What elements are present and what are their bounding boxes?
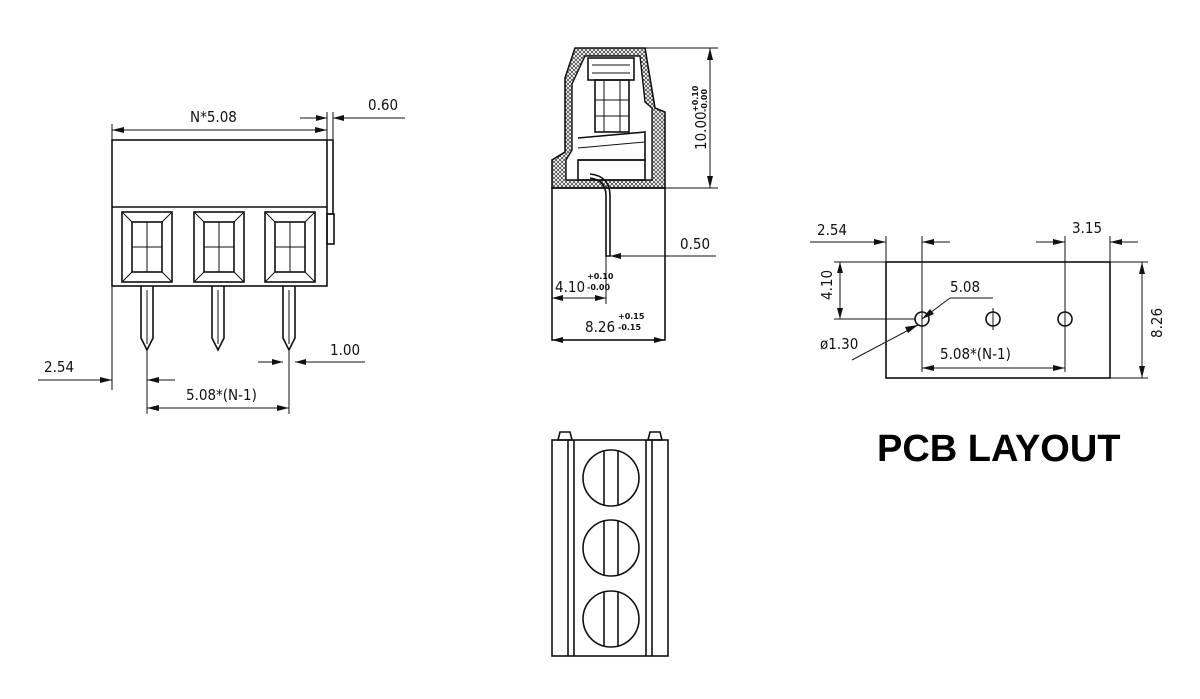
pcb-right-label: 3.15 [1072, 219, 1102, 237]
pcb-layout: 2.54 3.15 4.10 5.08 ø1.30 5.08*(N-1) [810, 219, 1166, 470]
front-pitch-label: 5.08*(N-1) [186, 386, 257, 404]
top-view [551, 431, 669, 657]
wire-entry-3 [264, 211, 316, 283]
front-pins [140, 286, 296, 352]
side-view: 10.00 +0.10 -0.00 0.50 4.10 +0.10 -0.00 … [551, 47, 718, 343]
side-depth-tol-plus: +0.10 [587, 272, 614, 281]
pcb-vertical-label: 4.10 [818, 270, 836, 300]
screw-head-1 [582, 449, 640, 507]
pcb-hole-2 [985, 308, 1001, 330]
pcb-hole-label: ø1.30 [820, 335, 858, 353]
side-pin-label: 0.50 [680, 235, 710, 253]
side-height-label: 10.00 [692, 111, 710, 150]
pcb-left-label: 2.54 [817, 221, 847, 239]
front-pin-label: 1.00 [330, 341, 360, 359]
wire-entry-2 [193, 211, 245, 283]
side-depth-label: 4.10 [555, 278, 585, 296]
pcb-height-label: 8.26 [1148, 308, 1166, 338]
screw-head-2 [582, 519, 640, 577]
screw-head-3 [582, 590, 640, 648]
pcb-footprint [885, 261, 1111, 379]
front-left-edge-label: 2.54 [44, 358, 74, 376]
pcb-pitch-label: 5.08 [950, 278, 980, 296]
front-width-label: N*5.08 [190, 108, 237, 126]
top-housing [551, 439, 669, 657]
side-height-tol-plus: +0.10 [691, 85, 700, 112]
side-width-label: 8.26 [585, 318, 615, 336]
wire-entry-1 [121, 211, 173, 283]
front-offset-label: 0.60 [368, 96, 398, 114]
side-height-tol-minus: -0.00 [700, 89, 709, 112]
pcb-layout-title: PCB LAYOUT [877, 428, 1121, 470]
side-depth-tol-minus: -0.00 [587, 283, 610, 292]
front-view: N*5.08 0.60 2.54 5.08*(N-1) 1.00 [38, 96, 405, 414]
pcb-span-label: 5.08*(N-1) [940, 345, 1011, 363]
side-width-tol-plus: +0.15 [618, 312, 645, 321]
front-housing [111, 139, 328, 287]
side-width-tol-minus: -0.15 [618, 323, 641, 332]
